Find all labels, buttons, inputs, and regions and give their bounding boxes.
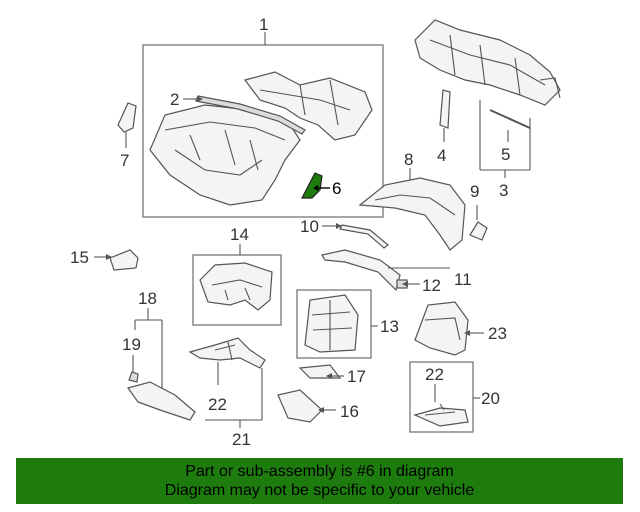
label-7[interactable]: 7	[120, 151, 129, 170]
label-4[interactable]: 4	[437, 146, 446, 165]
box-part-14	[192, 254, 282, 326]
label-1[interactable]: 1	[259, 15, 268, 34]
banner-line-2: Diagram may not be specific to your vehi…	[164, 482, 475, 499]
part-16	[277, 389, 323, 423]
label-5[interactable]: 5	[501, 145, 510, 164]
label-2[interactable]: 2	[170, 90, 179, 109]
info-banner: Part or sub-assembly is #6 in diagram Di…	[16, 458, 623, 504]
part-13-panel	[304, 294, 359, 353]
part-2-molding	[195, 95, 306, 135]
label-9[interactable]: 9	[470, 182, 479, 201]
label-17[interactable]: 17	[347, 367, 366, 386]
label-18[interactable]: 18	[138, 289, 157, 308]
box-part-1	[142, 44, 384, 218]
part-10-strip	[339, 224, 389, 249]
parts-diagram: 1 2 7 6 4 5 3 8 9 10 11	[70, 15, 561, 449]
part-15	[109, 249, 139, 271]
label-20[interactable]: 20	[481, 389, 500, 408]
part-20-tray	[413, 407, 469, 427]
part-8	[358, 177, 466, 251]
banner-line-1: Part or sub-assembly is #6 in diagram	[185, 463, 454, 480]
label-12[interactable]: 12	[422, 276, 441, 295]
label-23[interactable]: 23	[488, 324, 507, 343]
part-4	[439, 89, 451, 129]
label-6[interactable]: 6	[332, 179, 341, 198]
label-10[interactable]: 10	[300, 217, 319, 236]
part-19	[128, 371, 139, 383]
part-23	[414, 301, 469, 356]
label-22b[interactable]: 22	[425, 365, 444, 384]
label-16[interactable]: 16	[340, 402, 359, 421]
box-part-20	[409, 361, 474, 433]
label-11[interactable]: 11	[454, 270, 472, 289]
part-11	[321, 249, 401, 292]
box-part-13	[296, 289, 372, 359]
part-9	[469, 221, 488, 241]
instrument-panel	[149, 104, 301, 206]
label-15[interactable]: 15	[70, 248, 89, 267]
label-14[interactable]: 14	[230, 225, 249, 244]
label-13[interactable]: 13	[380, 317, 399, 336]
label-3[interactable]: 3	[499, 181, 508, 200]
label-19[interactable]: 19	[122, 335, 141, 354]
label-22a[interactable]: 22	[208, 395, 227, 414]
part-14-bezel	[199, 262, 273, 311]
label-21[interactable]: 21	[232, 430, 251, 449]
part-18	[127, 381, 196, 421]
label-8[interactable]: 8	[404, 150, 413, 169]
part-6-highlighted[interactable]	[301, 172, 323, 199]
dashboard-frame	[414, 19, 561, 106]
part-21	[188, 337, 266, 369]
part-7	[117, 102, 137, 133]
